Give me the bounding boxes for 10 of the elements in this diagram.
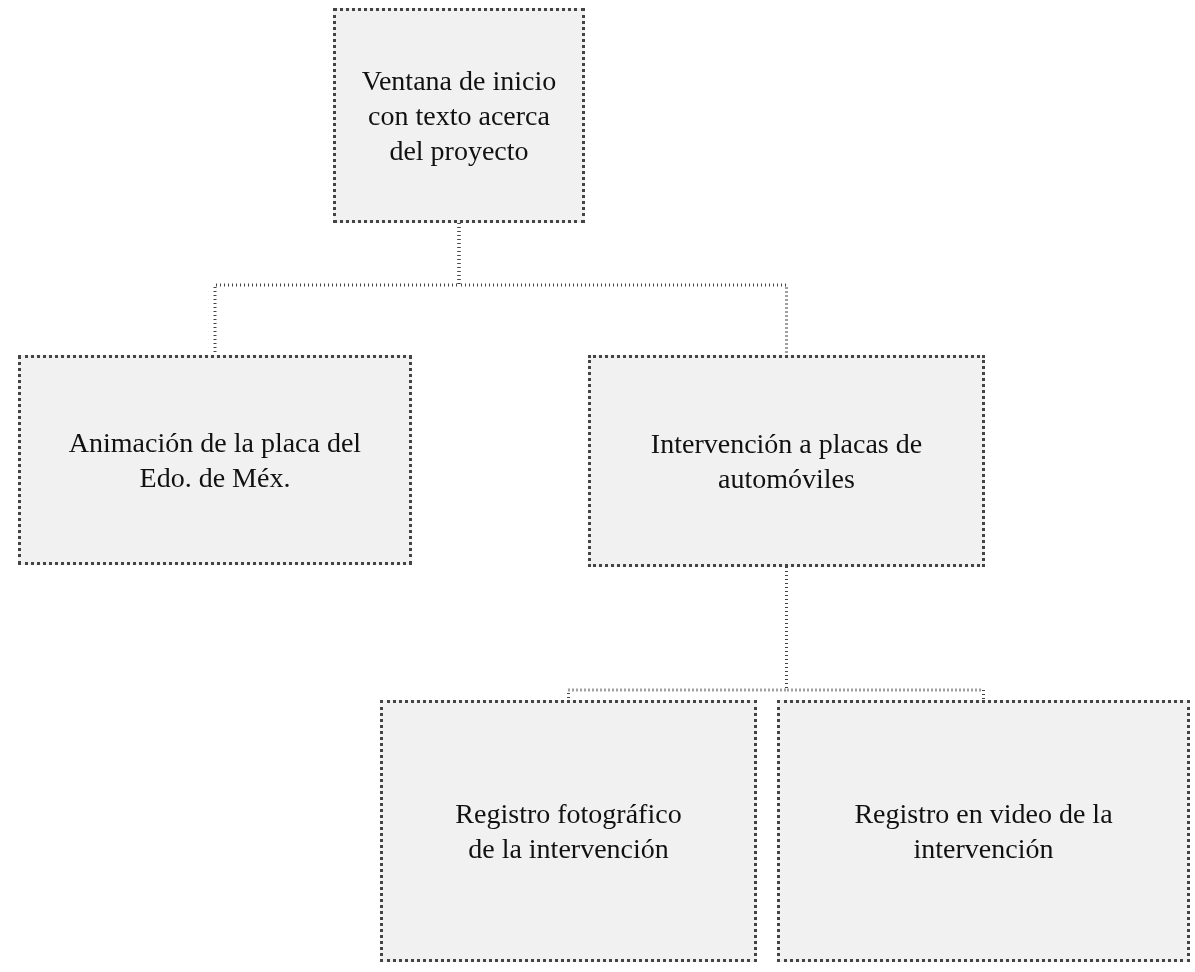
box-label: Registro fotográfico de la intervención (454, 797, 683, 866)
box-label: Ventana de inicio con texto acerca del proyecto (360, 64, 558, 168)
process-box (18, 355, 412, 565)
process-box (588, 355, 985, 567)
process-box (777, 700, 1190, 962)
process-box (380, 700, 757, 962)
process-box (333, 8, 585, 223)
box-label: Registro en video de la intervención (853, 797, 1114, 866)
box-label: Animación de la placa del Edo. de Méx. (67, 426, 363, 495)
box-label: Intervención a placas de automóviles (649, 427, 924, 496)
